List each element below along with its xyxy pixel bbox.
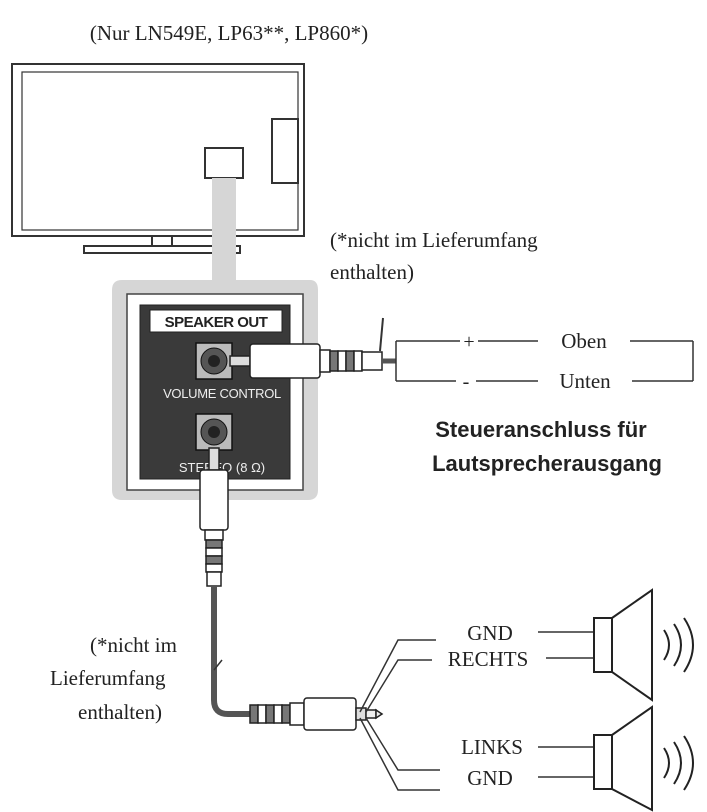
gnd-top-label: GND xyxy=(467,621,513,645)
speaker-left-icon xyxy=(593,705,653,812)
control-plug xyxy=(229,343,383,379)
tv-illustration xyxy=(11,63,305,254)
control-wires xyxy=(395,340,694,382)
volume-control-label: VOLUME CONTROL xyxy=(163,386,281,401)
sound-waves-left-icon xyxy=(663,735,694,791)
models-note: (Nur LN549E, LP63**, LP860*) xyxy=(90,21,368,45)
sound-waves-right-icon xyxy=(663,617,694,673)
speaker-connection-lines xyxy=(538,631,594,778)
control-caption-1: Steueranschluss für xyxy=(435,417,647,442)
oben-label: Oben xyxy=(561,329,607,353)
speaker-right-icon xyxy=(593,588,653,702)
minus-sign: - xyxy=(463,371,470,393)
speaker-wire-leaders xyxy=(359,639,440,791)
links-label: LINKS xyxy=(461,735,523,759)
control-cable-pointer xyxy=(379,317,384,352)
gnd-bottom-label: GND xyxy=(467,766,513,790)
control-cable-note-1: (*nicht im Lieferumfang xyxy=(330,228,538,252)
speaker-cable-note-3: enthalten) xyxy=(78,700,162,724)
stereo-plug xyxy=(199,447,229,587)
stereo-cable xyxy=(211,586,250,717)
plus-sign: + xyxy=(463,331,474,353)
unten-label: Unten xyxy=(559,369,611,393)
speaker-cable-note-1: (*nicht im xyxy=(90,633,177,657)
control-caption-2: Lautsprecherausgang xyxy=(432,451,662,476)
speaker-plug xyxy=(249,697,384,731)
speaker-cable-note-2: Lieferumfang xyxy=(50,666,166,690)
rechts-label: RECHTS xyxy=(448,647,529,671)
panel-title: SPEAKER OUT xyxy=(165,314,268,331)
control-cable-note-2: enthalten) xyxy=(330,260,414,284)
